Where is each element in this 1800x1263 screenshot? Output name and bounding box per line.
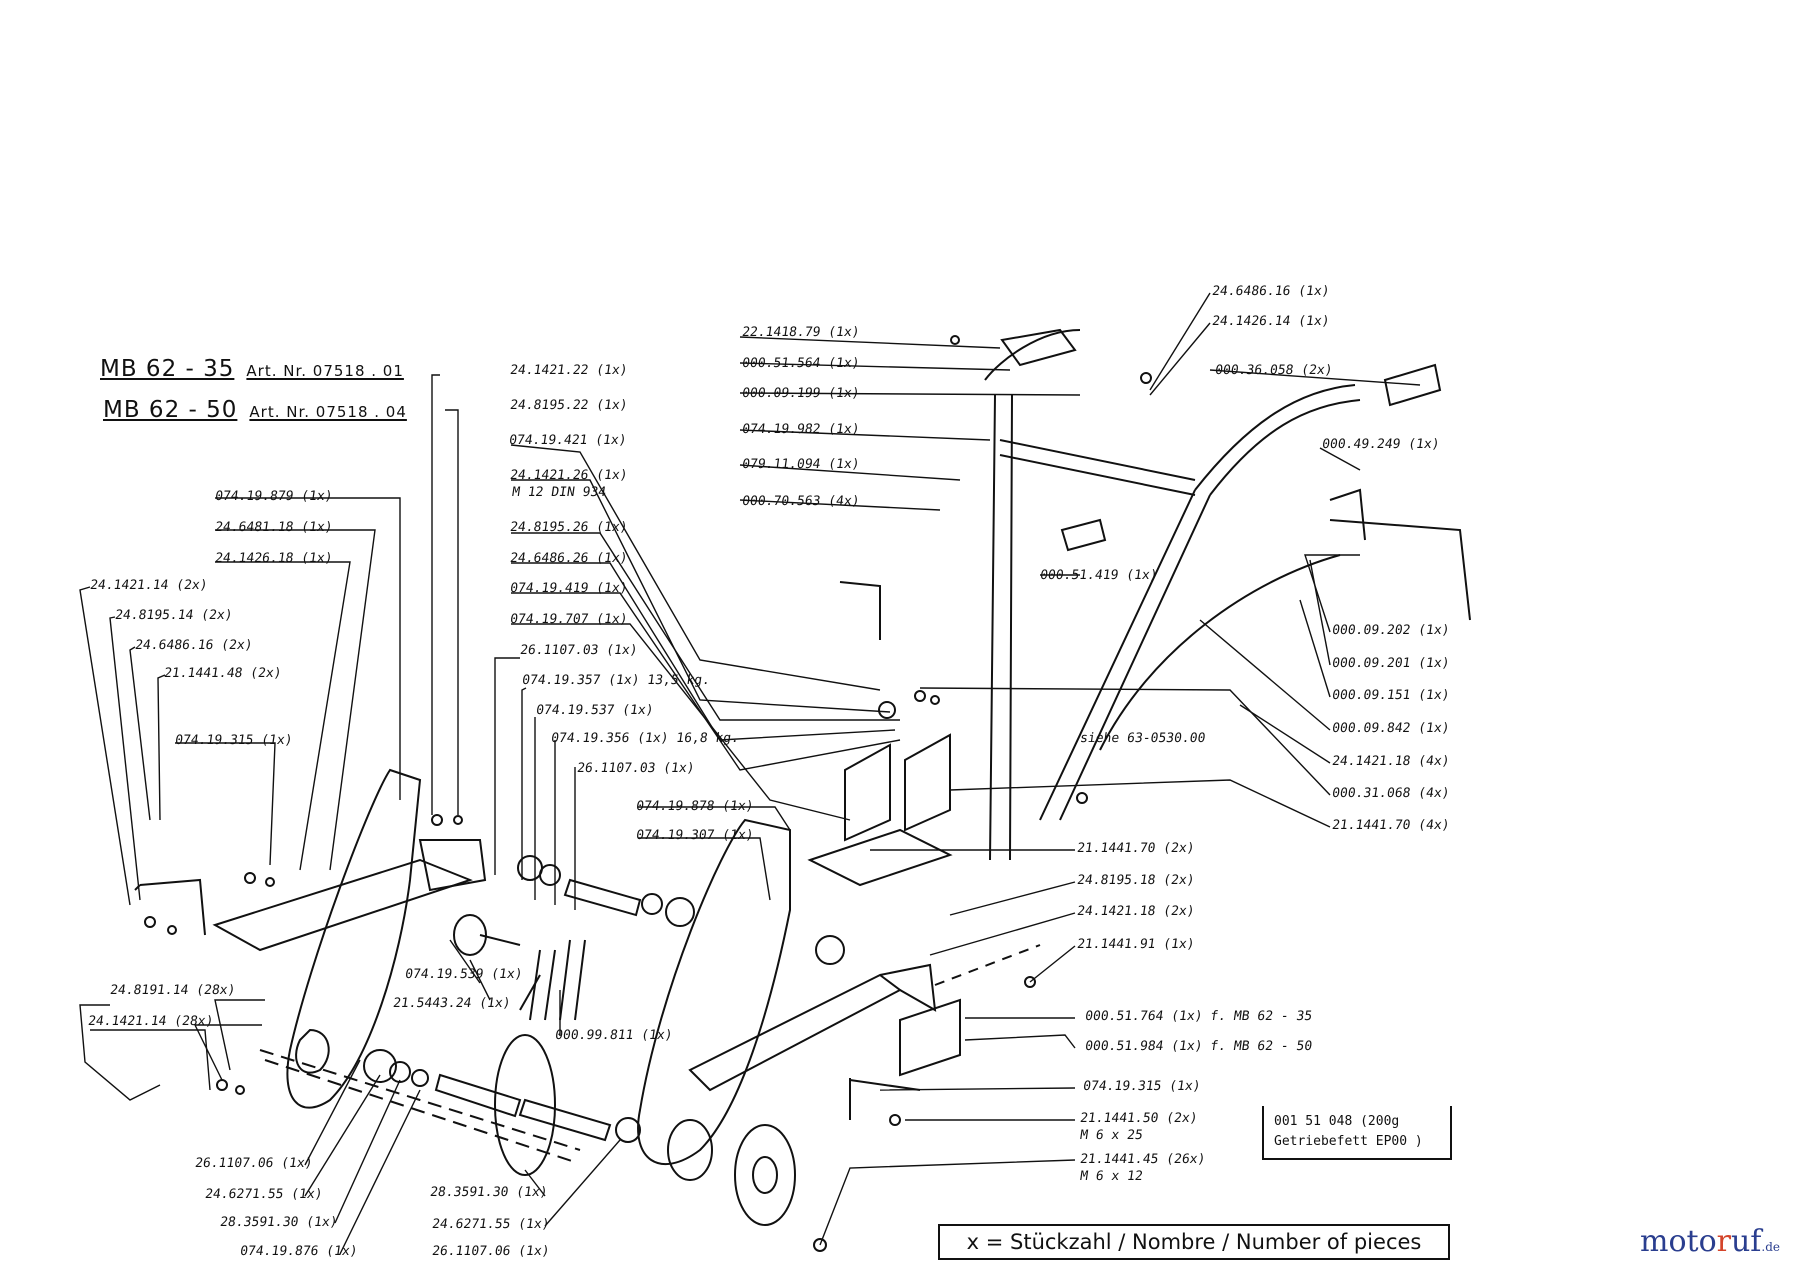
part-label: 074.19.421 (1x) [508,433,628,448]
part-label: 21.1441.45 (26x) [1079,1152,1207,1167]
part-label: 24.8191.14 (28x) [109,983,237,998]
part-label: 000.51.564 (1x) [741,356,861,371]
part-label: 24.6271.55 (1x) [204,1187,324,1202]
part-label: 074.19.539 (1x) [404,967,524,982]
part-label: 26.1107.06 (1x) [431,1244,551,1259]
part-label: 074.19.419 (1x) [509,581,629,596]
part-label: 074.19.357 (1x) 13,5 kg. [521,673,711,688]
part-label: 074.19.315 (1x) [1082,1079,1202,1094]
brand-logo: motoruf.de [1640,1224,1780,1259]
brand-text: moto [1640,1224,1717,1259]
part-label: 000.09.199 (1x) [741,386,861,401]
part-label: 000.09.151 (1x) [1331,688,1451,703]
part-label: 000.09.202 (1x) [1331,623,1451,638]
part-label: 24.6486.16 (2x) [134,638,254,653]
brand-text: uf [1730,1224,1762,1259]
part-label: 28.3591.30 (1x) [219,1215,339,1230]
part-label: siehe 63-0530.00 [1079,731,1207,746]
part-label: 24.1421.22 (1x) [509,363,629,378]
grease-note: 001 51 048 (200g Getriebefett EP00 ) [1262,1106,1452,1160]
part-label: 000.31.068 (4x) [1331,786,1451,801]
part-label: 074.19.307 (1x) [635,828,755,843]
part-label: 28.3591.30 (1x) [429,1185,549,1200]
part-label: 074.19.707 (1x) [509,612,629,627]
part-label: 000.09.842 (1x) [1331,721,1451,736]
part-label: 074.19.879 (1x) [214,489,334,504]
part-label: 000.09.201 (1x) [1331,656,1451,671]
grease-description: Getriebefett EP00 ) [1274,1134,1423,1149]
model-name: MB 62 - 50 [103,397,238,423]
part-label: 079.11.094 (1x) [741,457,861,472]
part-label: 24.1421.14 (28x) [87,1014,215,1029]
part-label: 074.19.356 (1x) 16,8 kg. [550,731,740,746]
part-label: 24.6271.55 (1x) [431,1217,551,1232]
part-label: 22.1418.79 (1x) [741,325,861,340]
part-label: 21.1441.70 (2x) [1076,841,1196,856]
part-label: M 12 DIN 934 [511,485,608,500]
part-label: 074.19.537 (1x) [535,703,655,718]
part-label: 24.1426.18 (1x) [214,551,334,566]
article-number: Art. Nr. 07518 . 01 [246,362,404,380]
part-label: 24.6486.26 (1x) [509,551,629,566]
model-title-50: MB 62 - 50 Art. Nr. 07518 . 04 [103,397,407,423]
part-label: 21.1441.48 (2x) [163,666,283,681]
part-label: 074.19.876 (1x) [239,1244,359,1259]
part-label: 000.51.984 (1x) f. MB 62 - 50 [1084,1039,1314,1054]
part-label: 24.1421.18 (4x) [1331,754,1451,769]
quantity-legend: x = Stückzahl / Nombre / Number of piece… [938,1224,1450,1260]
model-title-35: MB 62 - 35 Art. Nr. 07518 . 01 [100,356,404,382]
part-label: 21.5443.24 (1x) [392,996,512,1011]
part-label: 24.8195.18 (2x) [1076,873,1196,888]
part-label: 26.1107.03 (1x) [576,761,696,776]
part-label: 24.6486.16 (1x) [1211,284,1331,299]
part-label: 24.1426.14 (1x) [1211,314,1331,329]
part-label: 000.51.764 (1x) f. MB 62 - 35 [1084,1009,1314,1024]
part-label: 24.8195.14 (2x) [114,608,234,623]
part-label: 21.1441.50 (2x) [1079,1111,1199,1126]
part-label: 000.70.563 (4x) [741,494,861,509]
brand-suffix: .de [1761,1240,1781,1254]
brand-text: r [1716,1224,1731,1259]
part-label: 21.1441.70 (4x) [1331,818,1451,833]
part-label: 074.19.878 (1x) [635,799,755,814]
part-label: 074.19.982 (1x) [741,422,861,437]
part-label: 26.1107.03 (1x) [519,643,639,658]
model-name: MB 62 - 35 [100,356,235,382]
grease-part-number: 001 51 048 (200g [1274,1114,1400,1129]
part-label: M 6 x 12 [1079,1169,1144,1184]
part-label: 24.6481.18 (1x) [214,520,334,535]
article-number: Art. Nr. 07518 . 04 [249,403,407,421]
part-label: 21.1441.91 (1x) [1076,937,1196,952]
part-label: 074.19.315 (1x) [174,733,294,748]
part-label: 26.1107.06 (1x) [194,1156,314,1171]
part-label: 24.1421.14 (2x) [89,578,209,593]
part-label: 000.49.249 (1x) [1321,437,1441,452]
part-label: 000.99.811 (1x) [554,1028,674,1043]
part-label: 24.8195.22 (1x) [509,398,629,413]
part-label: 24.8195.26 (1x) [509,520,629,535]
part-label: 000.51.419 (1x) [1039,568,1159,583]
part-label: M 6 x 25 [1079,1128,1144,1143]
part-label: 24.1421.26 (1x) [509,468,629,483]
part-label: 000.36.058 (2x) [1214,363,1334,378]
part-label: 24.1421.18 (2x) [1076,904,1196,919]
